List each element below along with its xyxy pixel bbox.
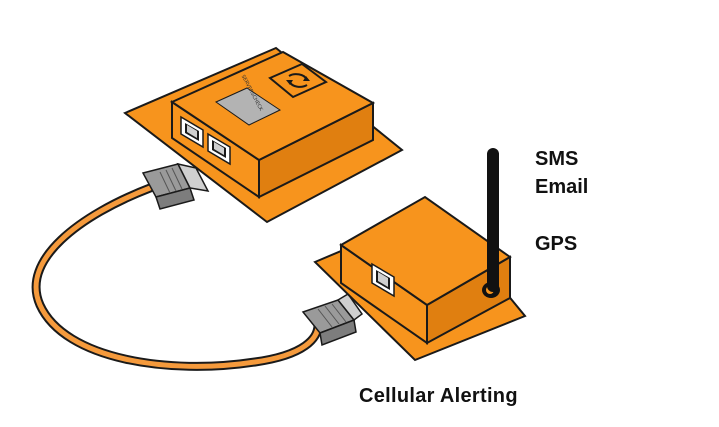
email-label: Email (535, 176, 589, 198)
rj45-connector-right (301, 292, 364, 347)
ethernet-port-1 (180, 115, 204, 149)
gps-label: GPS (535, 233, 578, 255)
sensor-gateway-device (123, 46, 404, 224)
ethernet-cable (31, 183, 323, 371)
cellular-alert-module (313, 148, 527, 362)
rj45-connector-left (141, 162, 210, 210)
refresh-arrows-icon (268, 62, 328, 99)
sms-label: SMS (535, 148, 579, 170)
caption: Cellular Alerting (359, 385, 518, 407)
antenna (482, 148, 500, 298)
ethernet-port-cellular (371, 262, 395, 298)
ethernet-port-2 (207, 132, 231, 166)
